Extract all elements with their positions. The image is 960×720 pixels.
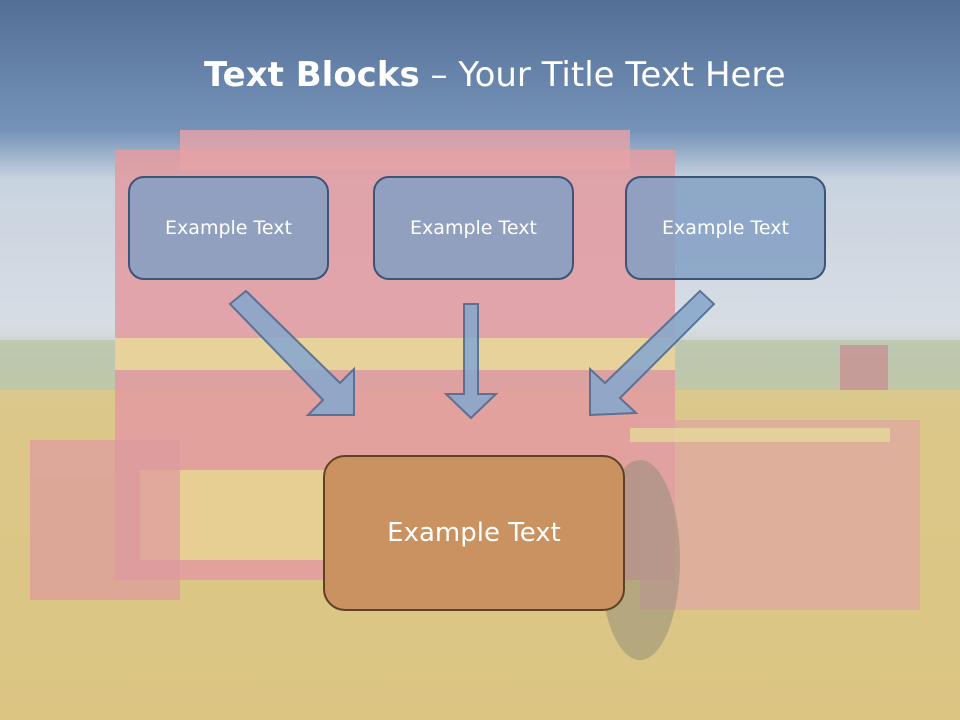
arrow-left-icon [228, 289, 355, 416]
text-block-1[interactable]: Example Text [128, 176, 329, 280]
text-block-3-label: Example Text [662, 217, 789, 239]
target-text-block-label: Example Text [387, 518, 561, 548]
title-bold: Text Blocks [204, 55, 420, 95]
arrow-center-icon [443, 303, 499, 420]
target-text-block[interactable]: Example Text [323, 455, 625, 611]
text-block-1-label: Example Text [165, 217, 292, 239]
arrow-right-icon [589, 289, 716, 417]
text-block-3[interactable]: Example Text [625, 176, 826, 280]
text-block-2-label: Example Text [410, 217, 537, 239]
slide-title: Text Blocks – Your Title Text Here [0, 50, 960, 100]
text-block-2[interactable]: Example Text [373, 176, 574, 280]
title-rest: Your Title Text Here [458, 55, 786, 95]
title-dash: – [419, 55, 459, 95]
